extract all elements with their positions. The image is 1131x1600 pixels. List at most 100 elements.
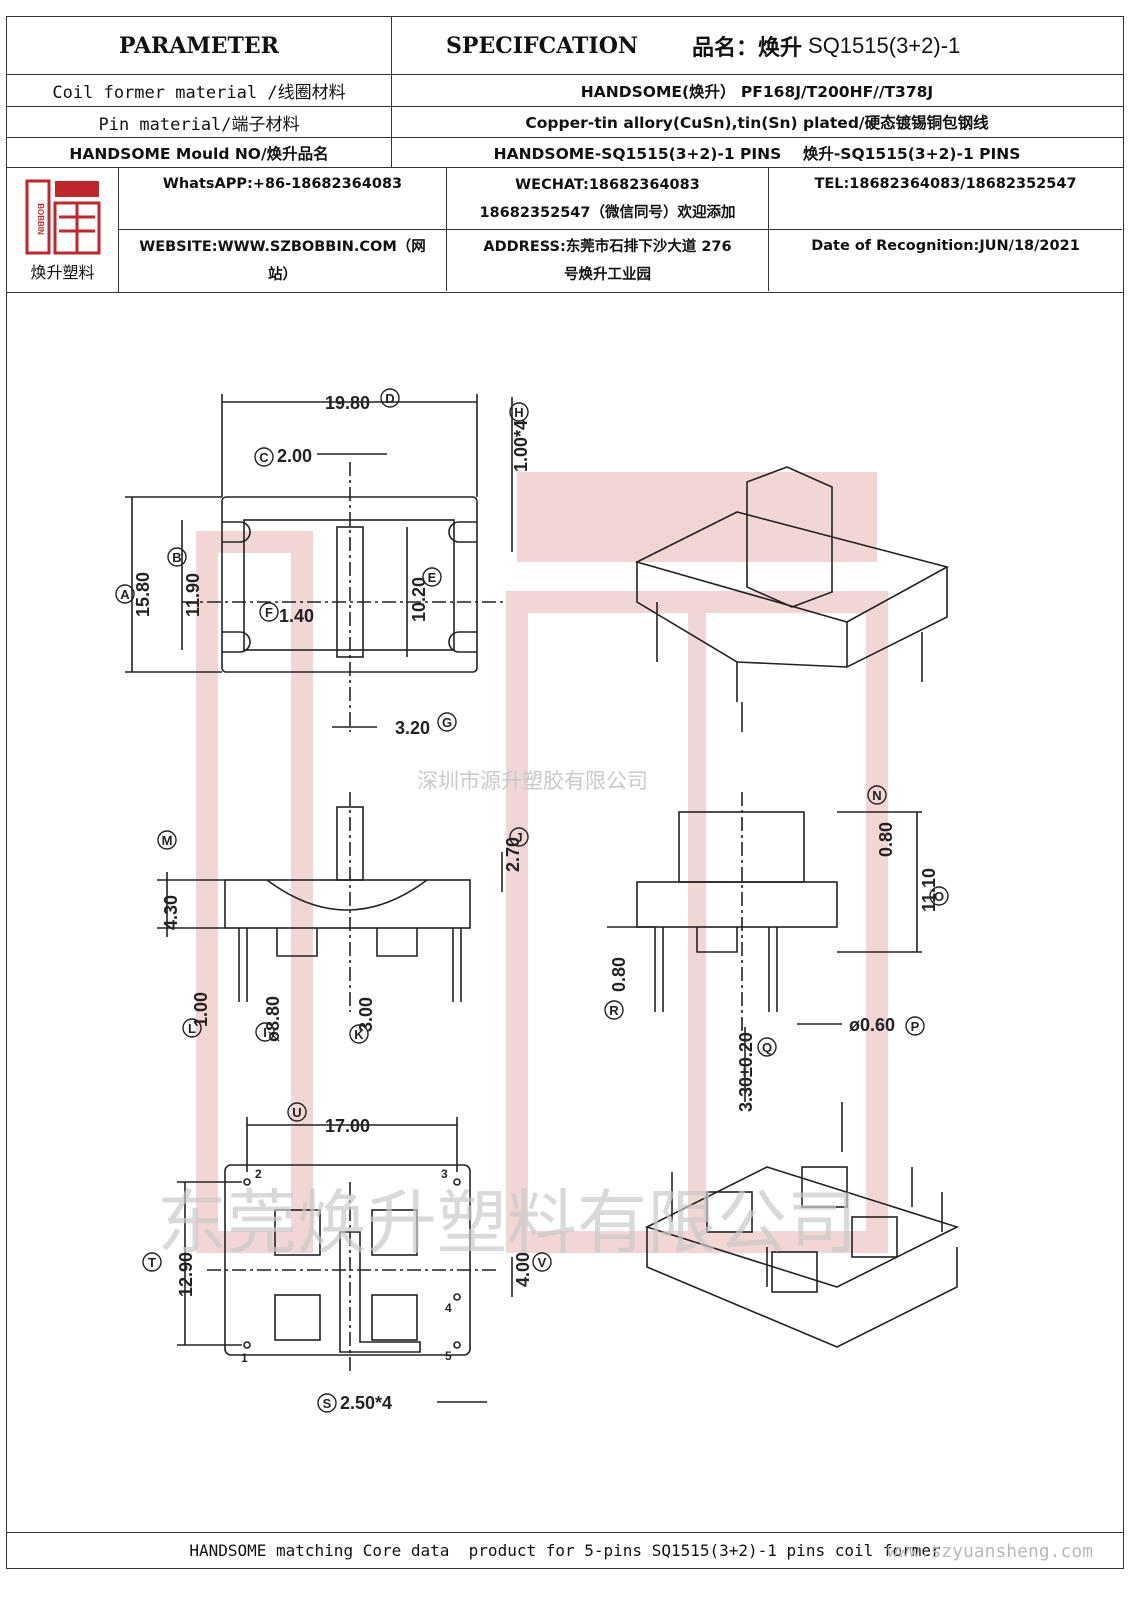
dim-i-value: ø8.80 (263, 996, 283, 1042)
dim-h-value: 1.00*4 (511, 420, 531, 472)
dim-letter-r: R (604, 1000, 624, 1020)
dim-s-value: 2.50*4 (340, 1393, 392, 1413)
tel: TEL:18682364083/18682352547 (814, 176, 1077, 192)
address: ADDRESS:东莞市石排下沙大道 276 号焕升工业园 (447, 230, 769, 291)
wechat-line1: WECHAT:18682364083 (515, 176, 700, 193)
param-value: HANDSOME-SQ1515(3+2)-1 PINS 焕升-SQ1515(3+… (493, 144, 1021, 163)
logo: BOBBIN 焕升塑料 (7, 168, 119, 292)
dim-letter-s: S (317, 1393, 337, 1413)
watermark-large-text: 东莞焕升塑料有限公司 (157, 1182, 857, 1264)
footer: HANDSOME matching Core data product for … (7, 1532, 1123, 1568)
dim-letter-v: V (532, 1252, 552, 1272)
wechat-line2: 18682352547（微信同号）欢迎添加 (479, 204, 736, 221)
svg-text:L: L (188, 1021, 196, 1036)
pin-number-4: 4 (445, 1301, 452, 1315)
dim-e-value: 10.20 (409, 577, 429, 622)
parameter-heading: PARAMETER (7, 17, 392, 74)
website-line2: 站） (268, 266, 297, 283)
svg-text:G: G (442, 715, 452, 730)
dim-t-value: 12.90 (176, 1252, 196, 1297)
drawing-svg: 19.80 2.00 1.00*4 15.80 11.90 10.20 1.40… (115, 388, 960, 1413)
svg-text:T: T (148, 1255, 156, 1270)
dim-letter-u: U (287, 1102, 307, 1122)
pin-number-2: 2 (255, 1167, 262, 1181)
svg-text:V: V (538, 1255, 547, 1270)
dim-letter-n: N (867, 785, 887, 805)
svg-text:O: O (934, 889, 944, 904)
svg-text:N: N (872, 788, 881, 803)
svg-text:B: B (172, 550, 181, 565)
svg-text:U: U (292, 1105, 301, 1120)
svg-text:A: A (120, 587, 130, 602)
svg-text:S: S (323, 1396, 332, 1411)
dim-o-value: 11.10 (919, 868, 939, 912)
product-name-label: 品名：焕升 (692, 35, 803, 61)
param-label: Pin material/端子材料 (7, 107, 392, 137)
dim-letter-m: M (157, 830, 177, 850)
dim-r-value: 0.80 (609, 957, 629, 992)
footer-text: HANDSOME matching Core data product for … (189, 1541, 941, 1560)
technical-drawing: 19.80 2.00 1.00*4 15.80 11.90 10.20 1.40… (7, 312, 1123, 1517)
watermark-center-text: 深圳市源升塑胶有限公司 (417, 769, 648, 793)
whatsapp: WhatsAPP:+86-18682364083 (119, 168, 447, 229)
product-name: 品名：焕升 SQ1515(3+2)-1 (692, 17, 1112, 74)
header-row: PARAMETER SPECIFCATION 品名：焕升 SQ1515(3+2)… (7, 17, 1123, 75)
dim-k-value: 3.00 (356, 997, 376, 1032)
param-label: Coil former material /线圈材料 (7, 75, 392, 106)
dim-q-value: 3.30±0.20 (736, 1032, 756, 1112)
dim-b-value: 11.90 (183, 573, 203, 617)
dim-f-value: 1.40 (279, 606, 314, 626)
address-line2: 号焕升工业园 (564, 266, 651, 283)
dim-letter-i: I (255, 1022, 275, 1042)
dim-letter-e: E (422, 567, 442, 587)
dim-m-value: 4.30 (161, 895, 181, 930)
watermark-logo-icon (196, 472, 888, 1253)
contact-row: WhatsAPP:+86-18682364083 WECHAT:18682364… (119, 168, 1122, 230)
dim-p-value: ø0.60 (849, 1015, 895, 1035)
dim-letter-k: K (349, 1024, 369, 1044)
address-row: WEBSITE:WWW.SZBOBBIN.COM（网 站） ADDRESS:东莞… (119, 230, 1122, 291)
product-name-value: SQ1515(3+2)-1 (808, 32, 961, 58)
svg-text:H: H (514, 405, 523, 420)
dim-u-value: 17.00 (325, 1116, 370, 1136)
dim-letter-j: J (509, 827, 529, 847)
dim-n-value: 0.80 (876, 822, 896, 857)
svg-text:F: F (265, 605, 273, 620)
address-line1: ADDRESS:东莞市石排下沙大道 276 (483, 238, 732, 255)
logo-brand: BOBBIN (36, 203, 45, 235)
dim-l-value: 1.00 (191, 992, 211, 1027)
param-row-coil-material: Coil former material /线圈材料 HANDSOME(焕升） … (7, 75, 1123, 107)
svg-text:K: K (354, 1027, 364, 1042)
specification-heading: SPECIFCATION (446, 32, 638, 59)
dim-g-value: 3.20 (395, 718, 430, 738)
svg-text:P: P (911, 1019, 920, 1034)
dim-letter-h: H (509, 402, 529, 422)
dim-letter-a: A (115, 584, 135, 604)
dim-letter-t: T (142, 1252, 162, 1272)
svg-text:Q: Q (762, 1040, 772, 1055)
pin-number-5: 5 (445, 1349, 452, 1363)
website-line1: WEBSITE:WWW.SZBOBBIN.COM（网 (139, 238, 426, 255)
pin-number-1: 1 (241, 1351, 248, 1365)
dim-letter-c: C (254, 447, 274, 467)
bobbin-logo-icon: BOBBIN (25, 179, 100, 255)
pin-number-3: 3 (441, 1167, 448, 1181)
dim-a-value: 15.80 (133, 572, 153, 617)
dim-letter-g: G (437, 712, 457, 732)
recognition-date: Date of Recognition:JUN/18/2021 (811, 238, 1080, 254)
svg-text:J: J (515, 830, 522, 845)
watermark-url: www.szyuansheng.com (887, 1541, 1093, 1562)
wechat: WECHAT:18682364083 18682352547（微信同号）欢迎添加 (447, 168, 769, 229)
dim-letter-d: D (380, 388, 400, 408)
dim-letter-b: B (167, 547, 187, 567)
svg-text:D: D (385, 391, 394, 406)
dim-d-value: 19.80 (325, 393, 370, 413)
dim-c-value: 2.00 (277, 446, 312, 466)
svg-text:R: R (609, 1003, 619, 1018)
param-label: HANDSOME Mould NO/焕升品名 (7, 138, 392, 167)
svg-text:E: E (428, 570, 437, 585)
logo-text: 焕升塑料 (30, 263, 95, 282)
dim-letter-f: F (259, 602, 279, 622)
dim-letter-o: O (929, 886, 949, 906)
svg-text:I: I (263, 1025, 267, 1040)
